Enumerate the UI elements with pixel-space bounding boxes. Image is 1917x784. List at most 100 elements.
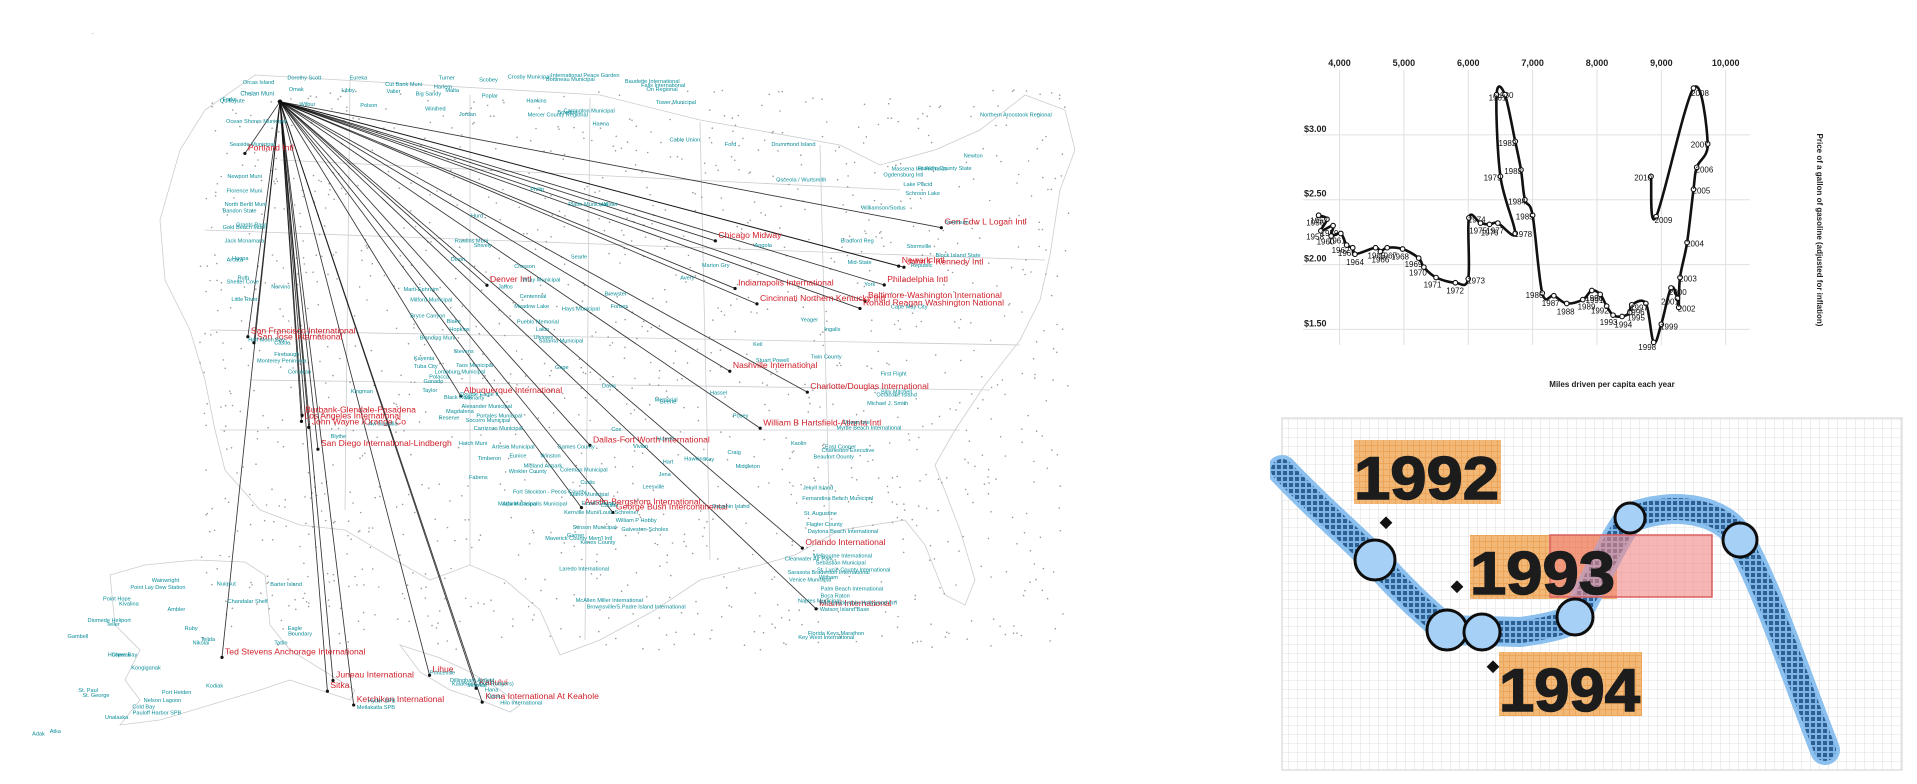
airport-dot — [903, 509, 906, 511]
airport-dot — [540, 589, 542, 592]
airport-dot — [307, 307, 309, 310]
airport-label: Point Hope — [103, 597, 131, 603]
airport-dot — [567, 283, 570, 286]
route-endpoint — [814, 607, 818, 611]
airport-dot — [526, 232, 528, 235]
year-label: 1986 — [1526, 291, 1544, 300]
year-label: 2006 — [1696, 166, 1714, 175]
airport-dot — [768, 409, 770, 412]
airport-dot — [450, 567, 452, 570]
airport-dot — [743, 644, 746, 646]
route-line — [279, 101, 736, 289]
airport-dot — [490, 599, 492, 601]
airport-dot — [575, 306, 578, 309]
airport-dot — [967, 462, 969, 464]
airport-dot — [265, 150, 268, 153]
airport-dot — [796, 422, 799, 425]
airport-dot — [467, 485, 469, 487]
airport-dot — [658, 369, 661, 372]
airport-label: Naples Municipal — [798, 599, 841, 605]
year-label: 1985 — [1516, 213, 1534, 222]
airport-dot — [398, 393, 400, 396]
airport-dot — [410, 453, 412, 456]
airport-dot — [512, 618, 514, 620]
hub-airport-label: Juneau International — [336, 670, 414, 680]
airport-dot — [1033, 563, 1036, 565]
airport-dot — [479, 534, 482, 536]
airport-dot — [284, 498, 287, 501]
airport-dot — [401, 503, 404, 506]
airport-dot — [461, 377, 463, 380]
airport-dot — [734, 330, 736, 333]
airport-dot — [595, 560, 598, 563]
airport-dot — [371, 568, 374, 570]
hub-airport-label: San Diego International-Lindbergh — [321, 438, 452, 448]
data-point — [1597, 291, 1604, 298]
airport-dot — [736, 283, 739, 286]
airport-dot — [723, 115, 726, 117]
airport-dot — [278, 131, 280, 133]
airport-dot — [884, 601, 886, 604]
airport-dot — [807, 517, 810, 520]
airport-dot — [236, 472, 238, 474]
airport-dot — [992, 89, 994, 92]
airport-dot — [897, 120, 899, 123]
airport-dot — [408, 620, 411, 623]
airport-dot — [742, 137, 744, 140]
airport-dot — [290, 386, 292, 389]
airport-dot — [361, 455, 364, 457]
airport-label: Timberon — [478, 456, 501, 462]
airport-dot — [817, 621, 820, 623]
route-line — [279, 101, 591, 446]
airport-dot — [880, 231, 882, 233]
airport-dot — [421, 483, 423, 486]
airport-label: Princeville — [430, 670, 456, 676]
airport-dot — [1042, 567, 1045, 570]
airport-dot — [763, 139, 766, 142]
airport-dot — [987, 468, 990, 471]
airport-dot — [915, 398, 917, 400]
data-point — [1328, 233, 1335, 239]
airport-dot — [731, 117, 734, 119]
airport-dot — [608, 252, 610, 255]
airport-dot — [723, 576, 725, 578]
airport-dot — [855, 413, 858, 416]
airport-dot — [551, 214, 554, 216]
airport-label: Hurd — [471, 213, 483, 219]
airport-dot — [580, 387, 583, 390]
airport-dot — [563, 397, 566, 400]
airport-label: Kayenta — [414, 356, 435, 362]
airport-dot — [735, 508, 738, 510]
airport-dot — [1051, 449, 1053, 451]
hub-airport-label: Chicago Midway — [718, 230, 782, 240]
airport-dot — [509, 373, 512, 375]
airport-dot — [587, 541, 590, 544]
hub-airport-label: Indianapolis International — [738, 277, 834, 287]
airport-dot — [363, 584, 365, 586]
x-tick-label: 7,000 — [1521, 58, 1544, 68]
airport-dot — [294, 598, 296, 601]
airport-dot — [315, 96, 318, 98]
airport-label: Craig — [728, 450, 741, 456]
airport-dot — [261, 213, 263, 215]
airport-dot — [307, 605, 310, 608]
airport-dot — [398, 187, 401, 189]
airport-label: Dixon — [451, 257, 465, 263]
airport-dot — [648, 403, 651, 406]
airport-dot — [676, 379, 679, 381]
airport-label: Ulysses — [534, 335, 554, 341]
airport-label: Lordsburg Municipal — [435, 370, 485, 376]
airport-dot — [1056, 454, 1059, 456]
zoom-point — [1353, 538, 1397, 582]
airport-dot — [654, 542, 656, 545]
airport-label: Beene — [660, 400, 676, 406]
airport-dot — [669, 156, 672, 158]
route-line — [279, 101, 355, 706]
route-endpoint — [325, 689, 330, 693]
airport-dot — [976, 222, 978, 225]
airport-dot — [827, 356, 830, 359]
airport-dot — [832, 403, 834, 406]
airport-dot — [805, 361, 807, 364]
airport-dot — [563, 542, 565, 544]
airport-dot — [927, 134, 930, 137]
